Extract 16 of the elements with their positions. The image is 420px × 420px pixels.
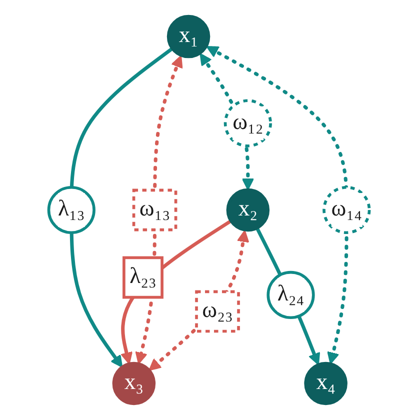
node-circle: x₄ (304, 362, 348, 406)
node-circle: x₁ (166, 14, 210, 58)
node-circle: x₃ (112, 362, 156, 406)
edge-label: ω₁₃ (132, 188, 178, 232)
arrow (120, 219, 232, 364)
node-circle: x₂ (226, 188, 270, 232)
edge-label: λ₂₃ (122, 256, 164, 299)
edge-label: λ₂₄ (266, 270, 315, 320)
arrow (70, 47, 174, 368)
arrow (206, 46, 348, 364)
arrow (148, 230, 250, 371)
arrow (255, 227, 320, 366)
edge-label: ω₂₃ (195, 290, 240, 333)
edge-label: ω₁₂ (224, 99, 272, 148)
edge-label: ω₁₄ (322, 186, 371, 234)
edge-label: λ₁₃ (47, 186, 96, 234)
